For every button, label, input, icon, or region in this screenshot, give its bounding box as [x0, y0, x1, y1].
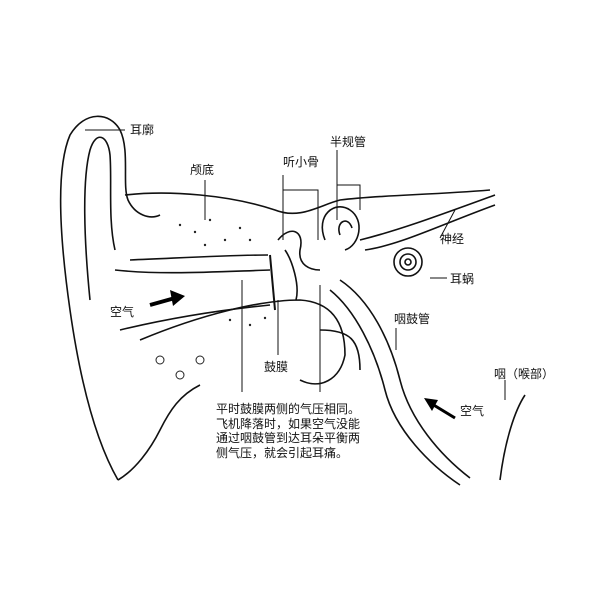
nerve [359, 194, 496, 251]
ossicles [277, 230, 321, 301]
pharynx-outline [499, 394, 526, 481]
label-auricle: 耳廓 [130, 123, 155, 137]
note-line: 通过咽鼓管到达耳朵平衡两 [216, 431, 361, 445]
eustachian-tube [339, 279, 471, 479]
ear-canal-top [114, 269, 271, 274]
label-eustachian-tube: 咽鼓管 [394, 312, 431, 326]
note-line: 飞机降落时，如果空气没能 [216, 416, 361, 431]
explanation-note: 平时鼓膜两侧的气压相同。 飞机降落时，如果空气没能 通过咽鼓管到达耳朵平衡两 侧… [216, 402, 416, 460]
auricle-outline [59, 115, 161, 481]
air-arrow-outer [149, 290, 185, 307]
label-air-inner: 空气 [460, 404, 485, 418]
label-semicircular-canals: 半规管 [330, 135, 367, 149]
bone-texture [155, 218, 267, 380]
label-skull-base: 颅底 [190, 163, 215, 177]
air-arrow-inner [424, 398, 456, 420]
cochlea [393, 247, 423, 277]
note-line: 平时鼓膜两侧的气压相同。 [216, 402, 361, 416]
label-cochlea: 耳蜗 [450, 272, 475, 286]
note-line: 侧气压，就会引起耳痛。 [216, 445, 349, 460]
auricle-inner-fold [83, 136, 116, 301]
semicircular-canals [321, 206, 360, 251]
label-ossicles: 听小骨 [283, 155, 320, 169]
ear-canal-bottom [119, 304, 271, 331]
label-air-outer: 空气 [110, 305, 135, 319]
eardrum [269, 254, 276, 311]
label-eardrum: 鼓膜 [264, 360, 289, 374]
label-nerve: 神经 [440, 232, 465, 246]
skull-base-bone [124, 189, 491, 215]
label-pharynx: 咽（喉部） [494, 367, 555, 381]
